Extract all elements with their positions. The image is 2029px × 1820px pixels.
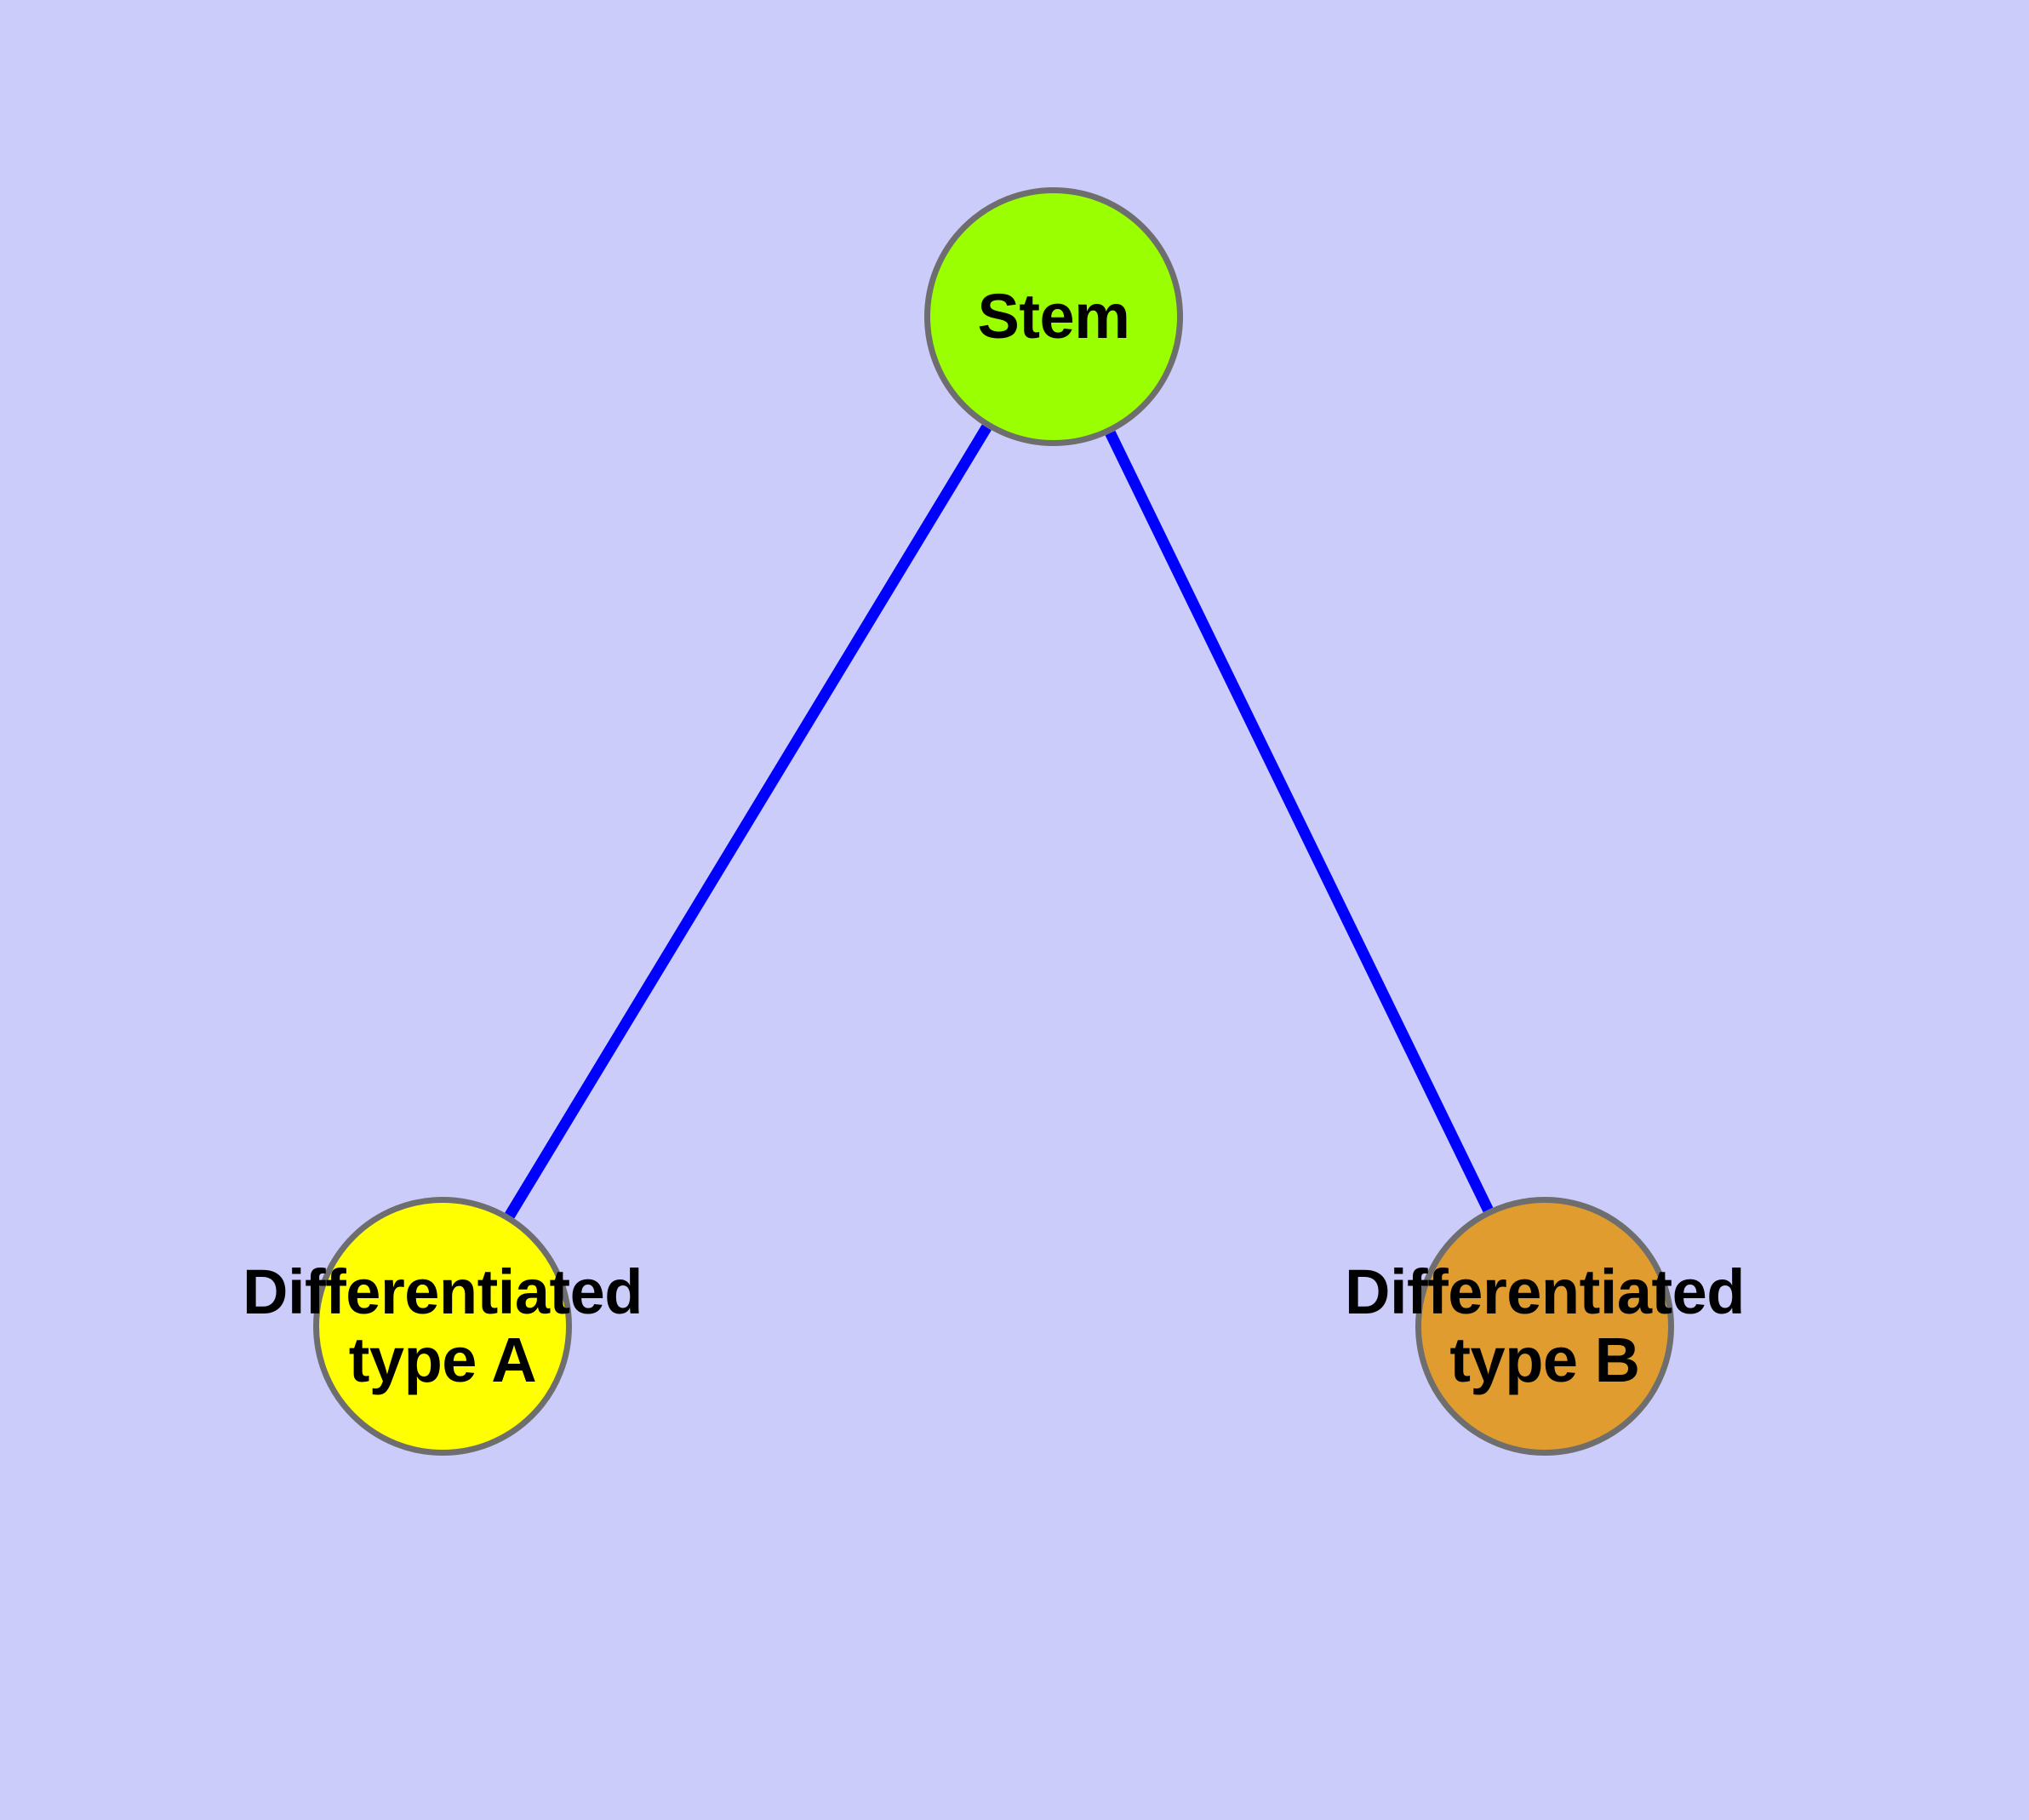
node-differentiated-type-a-label: Differentiated type A [243,1258,643,1394]
edge-stem-to-type-a [505,424,992,1219]
node-differentiated-type-b[interactable]: Differentiated type B [1345,1197,1745,1456]
node-differentiated-type-a[interactable]: Differentiated type A [243,1197,643,1456]
node-type-a-label-line-1: Differentiated [243,1256,643,1328]
node-type-b-label-line-2: type B [1449,1325,1640,1395]
node-stem-label-line-1: Stem [977,281,1130,352]
node-differentiated-type-b-label: Differentiated type B [1345,1258,1745,1394]
edge-stem-to-type-b [1105,430,1494,1213]
node-stem-label: Stem [978,283,1130,351]
node-type-a-label-line-2: type A [348,1325,537,1395]
node-stem[interactable]: Stem [924,187,1183,446]
node-type-b-label-line-1: Differentiated [1345,1256,1745,1328]
